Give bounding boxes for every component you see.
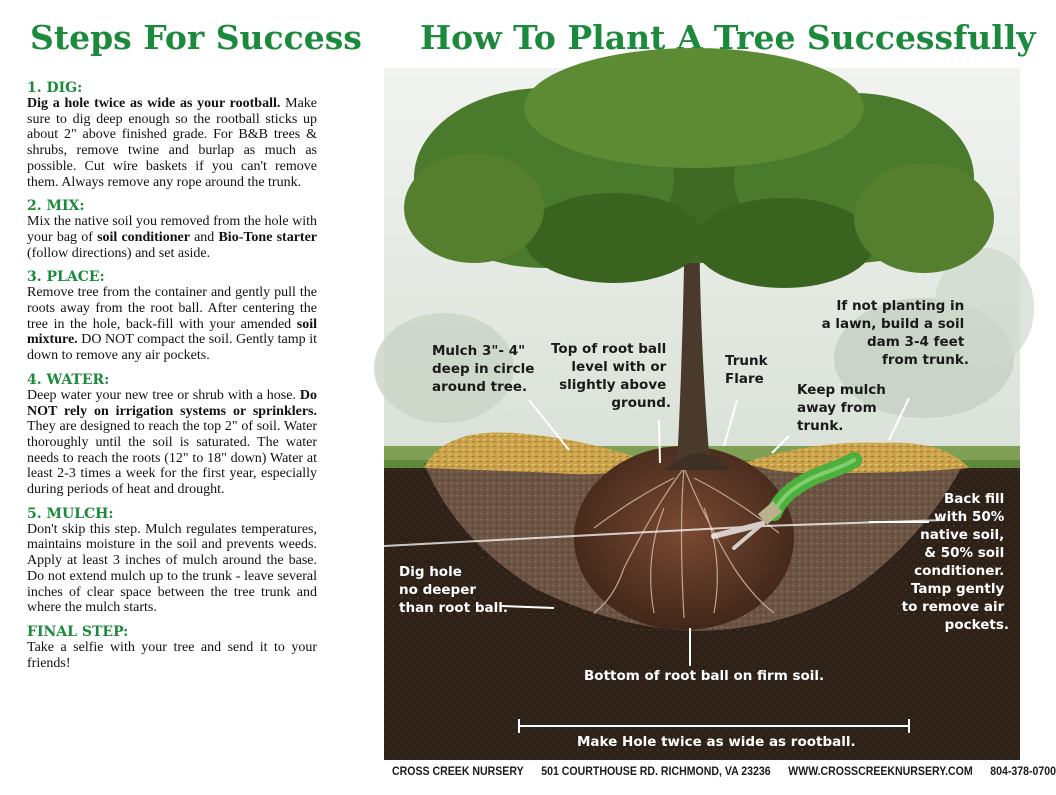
step-body: Dig a hole twice as wide as your rootbal… (27, 96, 317, 190)
label-keep-mulch: Keep mulch away from trunk. (797, 382, 891, 434)
step-body: Mix the native soil you removed from the… (27, 214, 317, 261)
footer: CROSS CREEK NURSERY 501 COURTHOUSE RD. R… (392, 764, 1056, 778)
width-indicator (518, 719, 910, 733)
step-mix: 2. MIX: Mix the native soil you removed … (27, 198, 317, 261)
label-mulch: Mulch 3"- 4" deep in circle around tree. (432, 343, 539, 395)
left-title: Steps For Success (30, 18, 362, 57)
water-spray (383, 519, 945, 550)
label-top-of-root-ball: Top of root ball level with or slightly … (551, 341, 671, 411)
tree-planting-illustration: Mulch 3"- 4" deep in circle around tree.… (374, 48, 1034, 760)
root-ball (574, 446, 794, 630)
step-place: 3. PLACE: Remove tree from the container… (27, 269, 317, 364)
label-soil-dam: If not planting in a lawn, build a soil … (822, 298, 969, 368)
step-heading: 2. MIX: (27, 198, 85, 215)
label-trunk-flare: Trunk Flare (725, 353, 772, 387)
tree-canopy (404, 48, 994, 288)
label-backfill: Back fill with 50% native soil, & 50% so… (902, 491, 1009, 633)
step-final: FINAL STEP: Take a selfie with your tree… (27, 624, 317, 671)
label-dig-hole: Dig hole no deeper than root ball. (399, 564, 508, 616)
step-heading: 5. MULCH: (27, 505, 114, 522)
label-bottom-root-ball: Bottom of root ball on firm soil. (584, 668, 824, 684)
step-body: Deep water your new tree or shrub with a… (27, 387, 317, 498)
footer-nursery-name: CROSS CREEK NURSERY (392, 764, 524, 778)
step-heading: 3. PLACE: (27, 269, 105, 286)
step-water: 4. WATER: Deep water your new tree or sh… (27, 372, 317, 498)
step-body: Remove tree from the container and gentl… (27, 285, 317, 364)
step-heading: 1. DIG: (27, 80, 83, 96)
mulch-left (424, 432, 654, 475)
footer-phone[interactable]: 804-378-0700 (990, 764, 1056, 778)
label-pointers (501, 397, 929, 666)
steps-list: 1. DIG: Dig a hole twice as wide as your… (27, 80, 317, 679)
step-heading: FINAL STEP: (27, 623, 129, 640)
step-body: Don't skip this step. Mulch regulates te… (27, 521, 317, 616)
trunk-flare (664, 453, 729, 470)
step-mulch: 5. MULCH: Don't skip this step. Mulch re… (27, 506, 317, 616)
step-body: Take a selfie with your tree and send it… (27, 639, 317, 671)
footer-address: 501 COURTHOUSE RD. RICHMOND, VA 23236 (541, 764, 771, 778)
footer-website[interactable]: WWW.CROSSCREEKNURSERY.COM (788, 764, 973, 778)
step-dig: 1. DIG: Dig a hole twice as wide as your… (27, 80, 317, 190)
tree-trunk (677, 148, 710, 466)
roots (593, 467, 780, 619)
step-heading: 4. WATER: (27, 371, 110, 388)
label-hole-width: Make Hole twice as wide as rootball. (577, 734, 856, 750)
water-hose (757, 452, 862, 525)
